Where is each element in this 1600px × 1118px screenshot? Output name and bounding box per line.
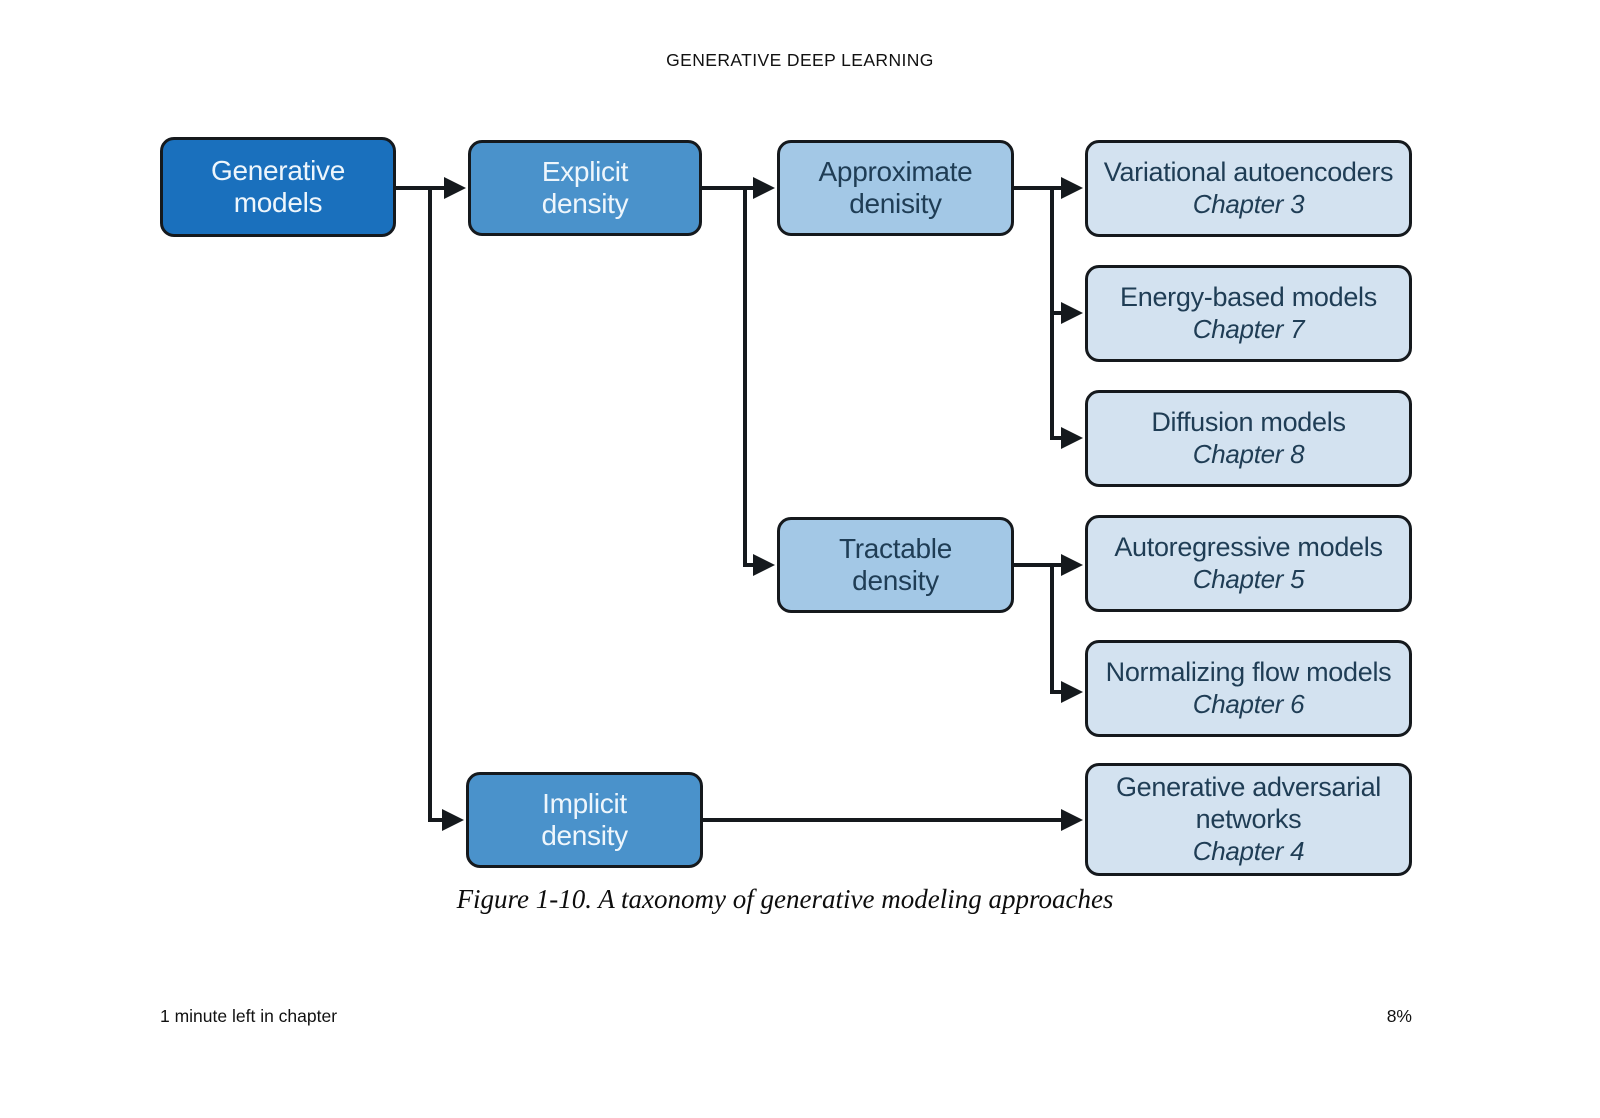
connector-explicit-to-tractable xyxy=(743,188,775,576)
node-normalizing-flow-models: Normalizing flow models Chapter 6 xyxy=(1085,640,1412,737)
node-implicit-density: Implicit density xyxy=(466,772,703,868)
book-title-running-head: GENERATIVE DEEP LEARNING xyxy=(666,50,934,70)
connector-approximate-to-ebm xyxy=(1050,188,1083,324)
node-label: Implicit density xyxy=(541,787,628,851)
node-generative-adversarial-networks: Generative adversarial networks Chapter … xyxy=(1085,763,1412,876)
leaf-chapter: Chapter 3 xyxy=(1192,188,1305,219)
node-variational-autoencoders: Variational autoencoders Chapter 3 xyxy=(1085,140,1412,237)
node-label: Tractable density xyxy=(839,532,952,596)
leaf-chapter: Chapter 6 xyxy=(1192,688,1305,719)
figure-caption: Figure 1-10. A taxonomy of generative mo… xyxy=(456,884,1114,914)
node-autoregressive-models: Autoregressive models Chapter 5 xyxy=(1085,515,1412,612)
reading-progress-percent: 8% xyxy=(1386,1006,1412,1026)
leaf-title: Normalizing flow models xyxy=(1105,656,1392,687)
node-label: Explicit density xyxy=(541,155,629,219)
connector-tractable-to-normalizing xyxy=(1050,565,1083,703)
node-label: Generative models xyxy=(211,154,345,218)
time-left-in-chapter: 1 minute left in chapter xyxy=(160,1006,338,1026)
node-generative-models: Generative models xyxy=(160,137,396,237)
leaf-title: Variational autoencoders xyxy=(1103,156,1394,187)
leaf-title: Autoregressive models xyxy=(1114,531,1383,562)
node-tractable-density: Tractable density xyxy=(777,517,1014,613)
leaf-chapter: Chapter 4 xyxy=(1192,835,1305,866)
node-label: Approximate denisity xyxy=(818,155,973,219)
leaf-title: Diffusion models xyxy=(1151,406,1346,437)
node-diffusion-models: Diffusion models Chapter 8 xyxy=(1085,390,1412,487)
connector-generative-to-implicit xyxy=(428,188,464,831)
leaf-chapter: Chapter 7 xyxy=(1192,313,1305,344)
connector-approximate-to-diffusion xyxy=(1050,313,1083,449)
leaf-chapter: Chapter 8 xyxy=(1192,438,1305,469)
node-approximate-density: Approximate denisity xyxy=(777,140,1014,236)
node-explicit-density: Explicit density xyxy=(468,140,702,236)
leaf-title: Generative adversarial networks xyxy=(1115,772,1382,834)
leaf-chapter: Chapter 5 xyxy=(1192,563,1305,594)
leaf-title: Energy-based models xyxy=(1120,281,1377,312)
node-energy-based-models: Energy-based models Chapter 7 xyxy=(1085,265,1412,362)
